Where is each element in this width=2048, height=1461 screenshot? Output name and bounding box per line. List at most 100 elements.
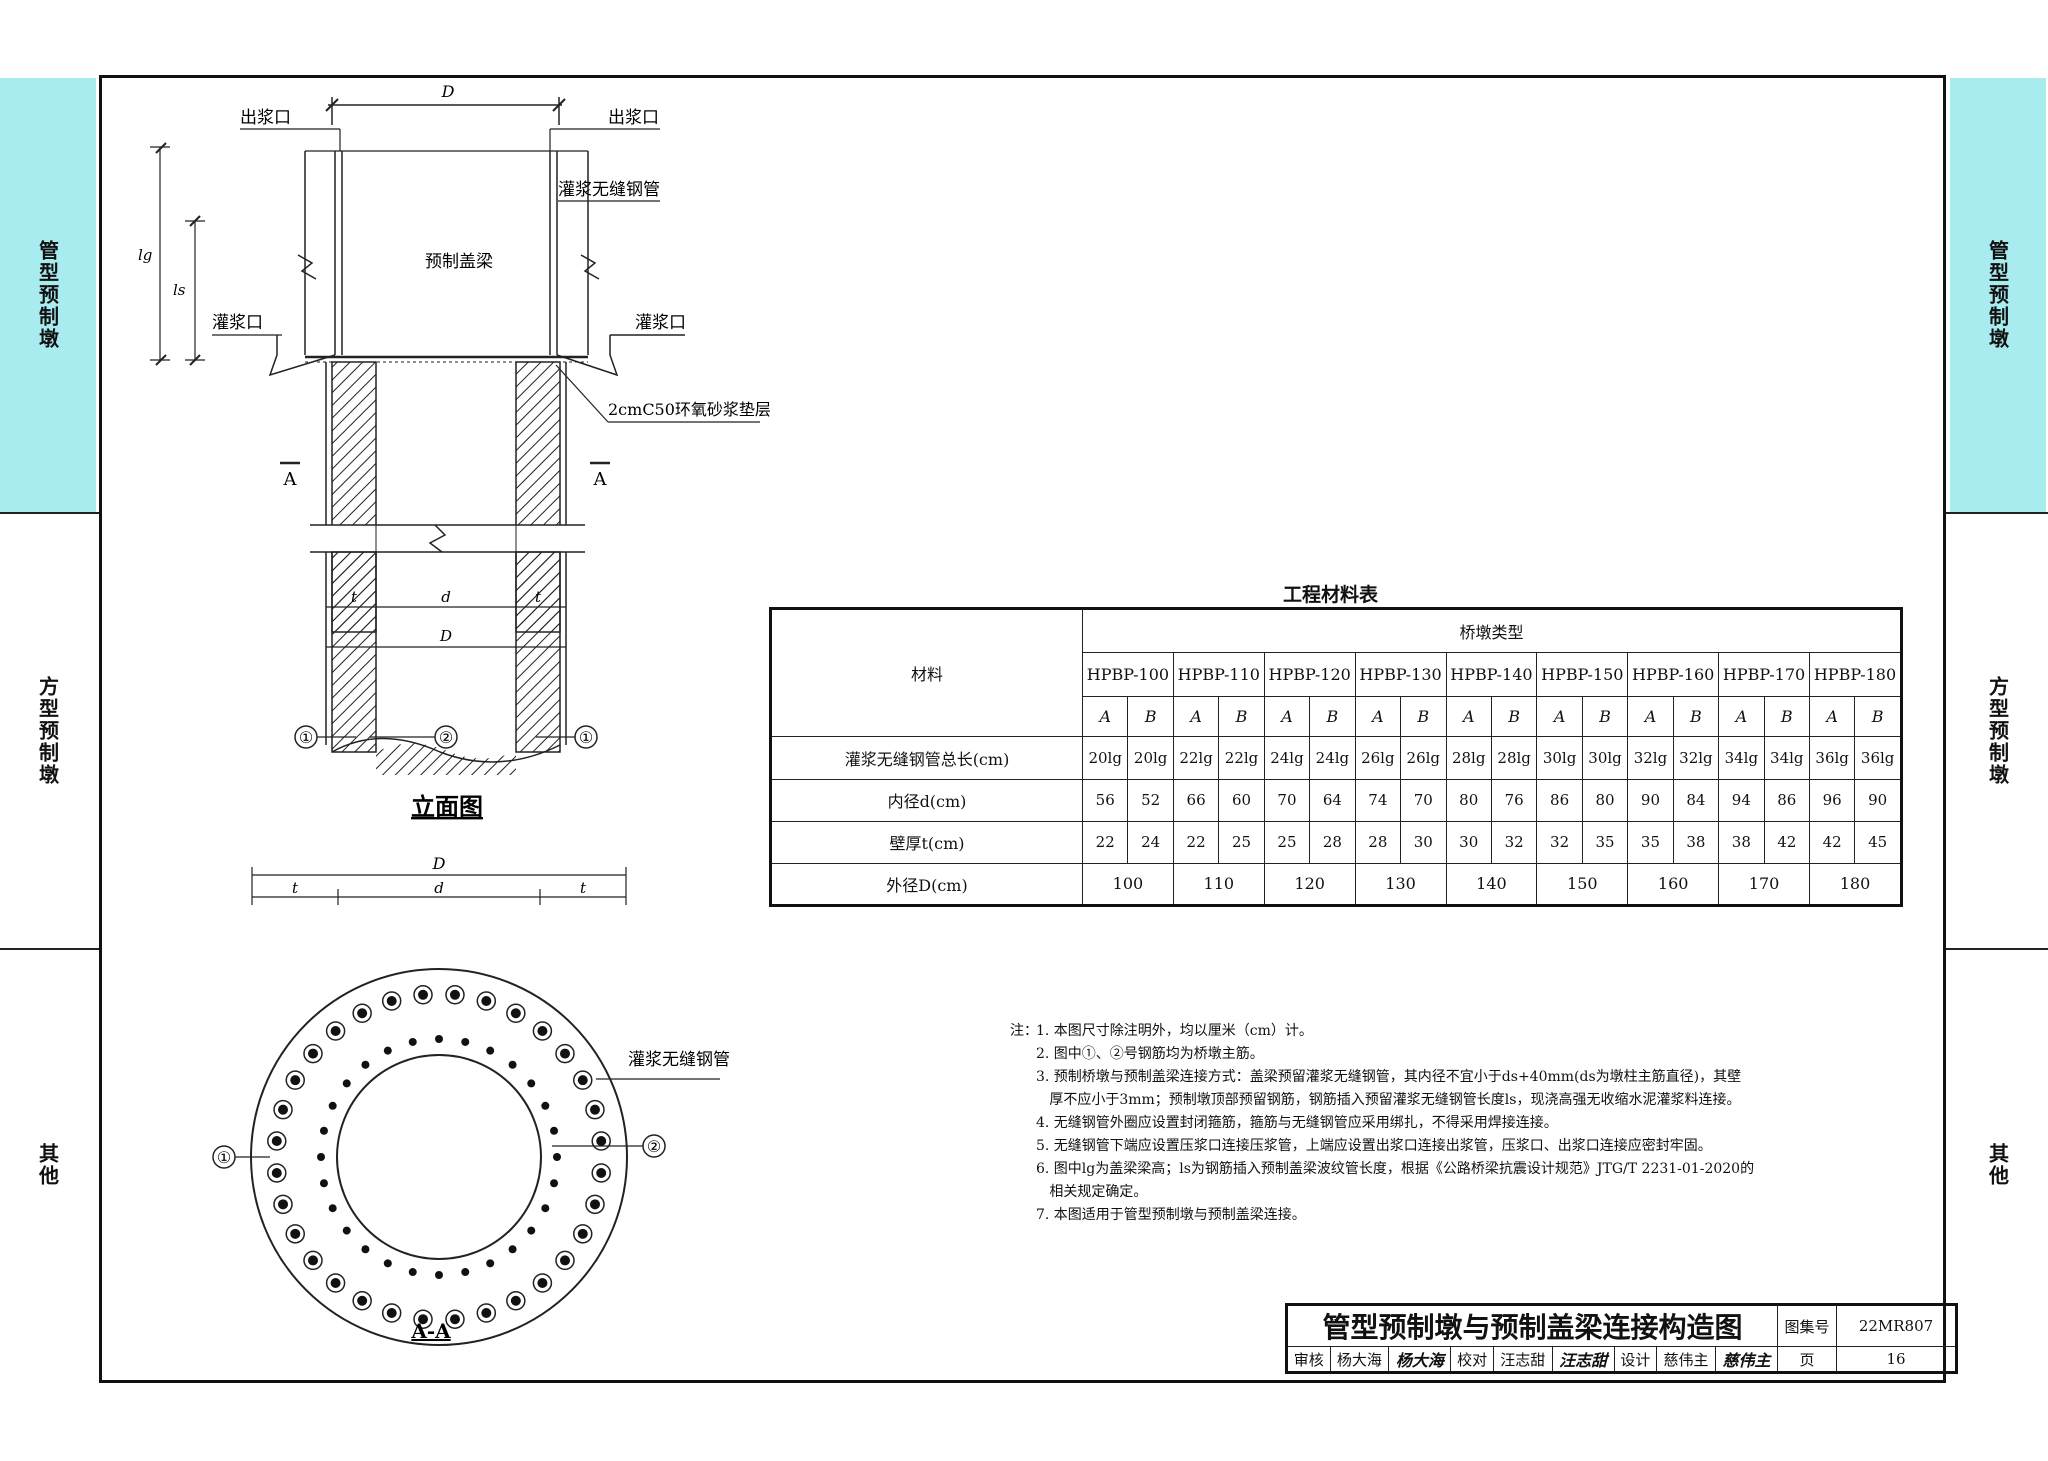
inner-bar [361,1245,370,1254]
table-header-row: 材料桥墩类型 [770,607,1902,738]
atlas-label: 图集号 [1777,1304,1837,1347]
outer-bar-core [449,989,460,1000]
cell-0-2: 22lg [1172,736,1220,780]
cell-0-9: 28lg [1490,736,1538,780]
notes: 注： 1. 本图尺寸除注明外，均以厘米（cm）计。2. 图中①、②号钢筋均为桥墩… [1010,1020,1754,1227]
inner-bar [383,1046,392,1055]
inner-bar [408,1037,417,1046]
note-item: 3. 预制桥墩与预制盖梁连接方式：盖梁预留灌浆无缝钢管，其内径不宜小于ds+40… [1036,1069,1742,1085]
outer-bar-core [357,1295,368,1306]
cell-1-1: 52 [1127,778,1174,822]
cell-2-15: 42 [1763,820,1811,864]
cell-2-12: 35 [1627,820,1674,864]
cell-0-8: 28lg [1445,736,1492,780]
cell-1-7: 70 [1400,778,1447,822]
right-tab-other[interactable]: 其他 [1950,950,2046,1380]
pier-type-0: HPBP-100 [1082,652,1174,698]
cell-0-5: 24lg [1309,736,1356,780]
inner-bar [342,1079,351,1088]
subheader-7-1: B [1763,696,1811,738]
section-a-a-drawing: D t d t 灌浆无缝钢管 ① ② A-A [212,855,730,1346]
right-tab-square-pier[interactable]: 方型预制墩 [1950,514,2046,948]
subheader-7-0: A [1718,696,1765,738]
cell-2-8: 30 [1445,820,1492,864]
inner-bar [408,1268,417,1277]
cap-beam-label: 预制盖梁 [425,252,493,272]
pier-type-4: HPBP-140 [1445,652,1538,698]
cell-2-3: 25 [1218,820,1265,864]
cell-2-2: 22 [1172,820,1220,864]
checker-name: 汪志甜 [1492,1346,1553,1373]
outer-bar-core [589,1199,600,1210]
inner-bar [435,1035,443,1043]
cell-2-9: 32 [1490,820,1538,864]
outer-cell-5: 150 [1536,862,1629,907]
outer-cell-4: 140 [1445,862,1538,907]
inner-bar [550,1126,559,1135]
subheader-8-0: A [1808,696,1856,738]
note-item: 厚不应小于3mm；预制墩顶部预留钢筋，钢筋插入预留灌浆无缝钢管长度ls，现浇高强… [1036,1092,1741,1108]
section-dim-D: D [432,855,446,873]
section-a-left: A [283,469,298,490]
design-label: 设计 [1613,1346,1658,1373]
outer-bar-core [278,1199,289,1210]
outer-bar-core [560,1048,571,1059]
outer-bar-core [596,1167,607,1178]
cell-1-14: 94 [1718,778,1765,822]
left-tab-pipe-pier[interactable]: 管型预制墩 [0,78,96,512]
left-tab-other-label: 其他 [35,1143,60,1187]
cell-1-5: 64 [1309,778,1356,822]
note-item: 6. 图中lg为盖梁梁高；ls为钢筋插入预制盖梁波纹管长度，根据《公路桥梁抗震设… [1036,1161,1755,1177]
cell-1-8: 80 [1445,778,1492,822]
outer-cell-8: 180 [1809,862,1902,907]
outer-bar-core [386,996,397,1007]
subheader-2-0: A [1263,696,1311,738]
left-tab-square-pier[interactable]: 方型预制墩 [0,514,96,948]
right-tab-other-label: 其他 [1985,1143,2010,1187]
cell-0-16: 36lg [1808,736,1856,780]
elevation-title: 立面图 [411,792,483,821]
cell-2-17: 45 [1854,820,1902,864]
title-block: 管型预制墩与预制盖梁连接构造图 图集号 22MR807 审核 杨大海 杨大海 校… [1285,1303,1958,1374]
inner-bar [508,1060,517,1069]
outer-bar-core [357,1008,368,1019]
review-label: 审核 [1286,1346,1331,1373]
cell-0-4: 24lg [1263,736,1311,780]
cell-1-4: 70 [1263,778,1311,822]
page-number: 16 [1836,1346,1957,1373]
outer-bar-core [307,1048,318,1059]
outer-bar-core [330,1025,341,1036]
cell-2-1: 24 [1127,820,1174,864]
inner-bar [527,1079,536,1088]
dim-ls: ls [173,281,186,299]
subheader-8-1: B [1854,696,1902,738]
right-tab-divider-2 [1946,948,2048,950]
header-pier-type: 桥墩类型 [1082,607,1902,654]
inner-bar [328,1204,337,1213]
designer-name: 慈伟主 [1656,1346,1716,1373]
note-item: 4. 无缝钢管外圈应设置封闭箍筋，箍筋与无缝钢管应采用绑扎，不得采用焊接连接。 [1036,1115,1558,1131]
pier-type-6: HPBP-160 [1627,652,1720,698]
inner-bar [361,1060,370,1069]
designer-signature: 慈伟主 [1714,1346,1779,1373]
cell-0-0: 20lg [1081,736,1129,780]
outer-bar-core [577,1228,588,1239]
inner-bar [328,1101,337,1110]
outer-bar-core [589,1104,600,1115]
section-grout-pipe-label: 灌浆无缝钢管 [628,1050,730,1070]
right-tab-pipe-pier[interactable]: 管型预制墩 [1950,78,2046,512]
bar2-callout: ② [439,728,453,747]
note-item: 5. 无缝钢管下端应设置压浆口连接压浆管，上端应设置出浆口连接出浆管，压浆口、出… [1036,1138,1712,1154]
outer-bar-core [577,1075,588,1086]
cell-0-11: 30lg [1581,736,1629,780]
dim-D-top: D [441,85,455,101]
left-tab-pipe-pier-label: 管型预制墩 [35,240,60,350]
cell-1-10: 86 [1536,778,1583,822]
subheader-1-0: A [1172,696,1220,738]
outer-bar-core [481,1307,492,1318]
left-tab-other[interactable]: 其他 [0,950,96,1380]
